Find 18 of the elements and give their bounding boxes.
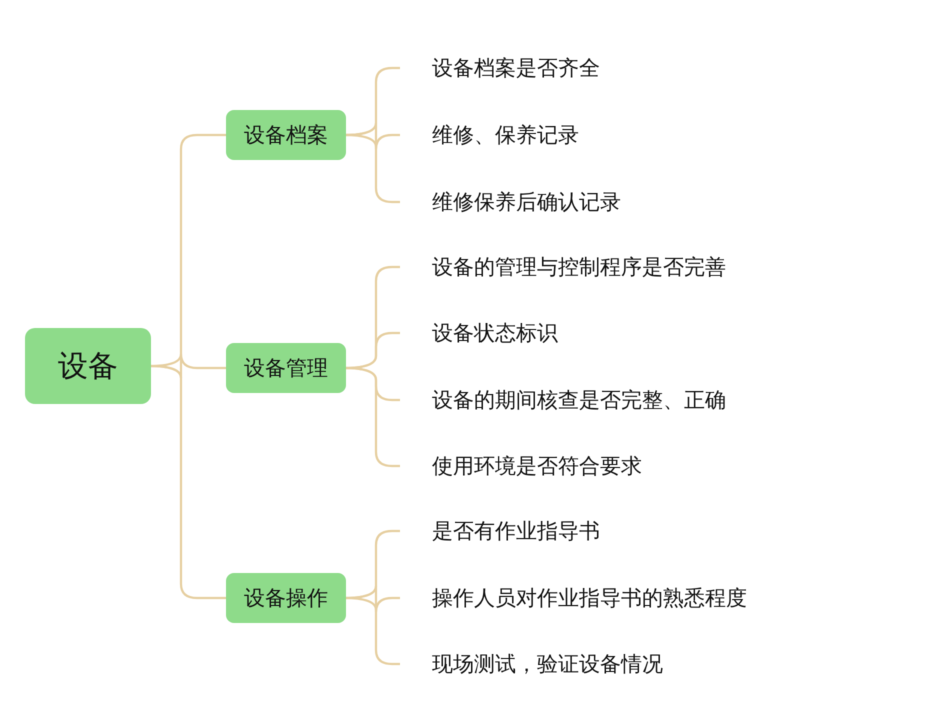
brace-connector xyxy=(344,366,400,468)
topic-box: 设备操作 xyxy=(226,573,346,623)
brace-connector xyxy=(344,134,400,204)
item-text: 设备的期间核查是否完整、正确 xyxy=(400,382,860,418)
item-text: 操作人员对作业指导书的熟悉程度 xyxy=(400,580,860,616)
brace-connector xyxy=(344,596,400,666)
item-text: 使用环境是否符合要求 xyxy=(400,448,860,484)
topic-box: 设备档案 xyxy=(226,110,346,160)
topic-box: 设备管理 xyxy=(226,343,346,393)
item-text: 维修、保养记录 xyxy=(400,117,860,153)
brace-connector xyxy=(148,364,226,600)
item-text: 是否有作业指导书 xyxy=(400,513,860,549)
root-topic-box: 设备 xyxy=(25,328,151,404)
item-text: 维修保养后确认记录 xyxy=(400,184,860,220)
item-text: 设备状态标识 xyxy=(400,315,860,351)
item-text: 设备档案是否齐全 xyxy=(400,50,860,86)
item-text: 现场测试，验证设备情况 xyxy=(400,646,860,682)
item-text: 设备的管理与控制程序是否完善 xyxy=(400,249,860,285)
